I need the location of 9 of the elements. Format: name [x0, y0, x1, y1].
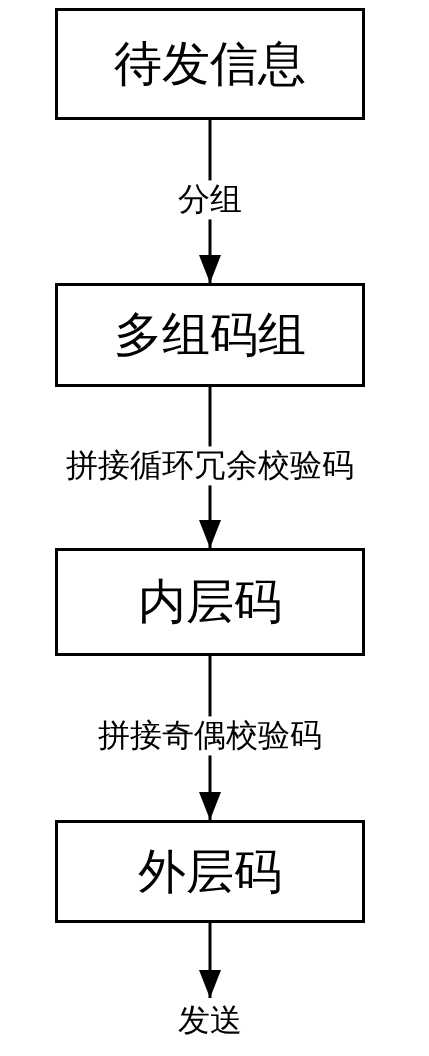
process-box: 内层码	[55, 548, 365, 656]
process-box: 外层码	[55, 820, 365, 923]
edge-label: 拼接奇偶校验码	[98, 716, 322, 756]
edge-label: 分组	[178, 179, 242, 220]
process-box: 多组码组	[55, 283, 365, 387]
end-label: 发送	[160, 998, 260, 1044]
process-box: 待发信息	[55, 8, 365, 120]
edge-label: 拼接循环冗余校验码	[66, 445, 354, 486]
arrow	[199, 923, 221, 998]
